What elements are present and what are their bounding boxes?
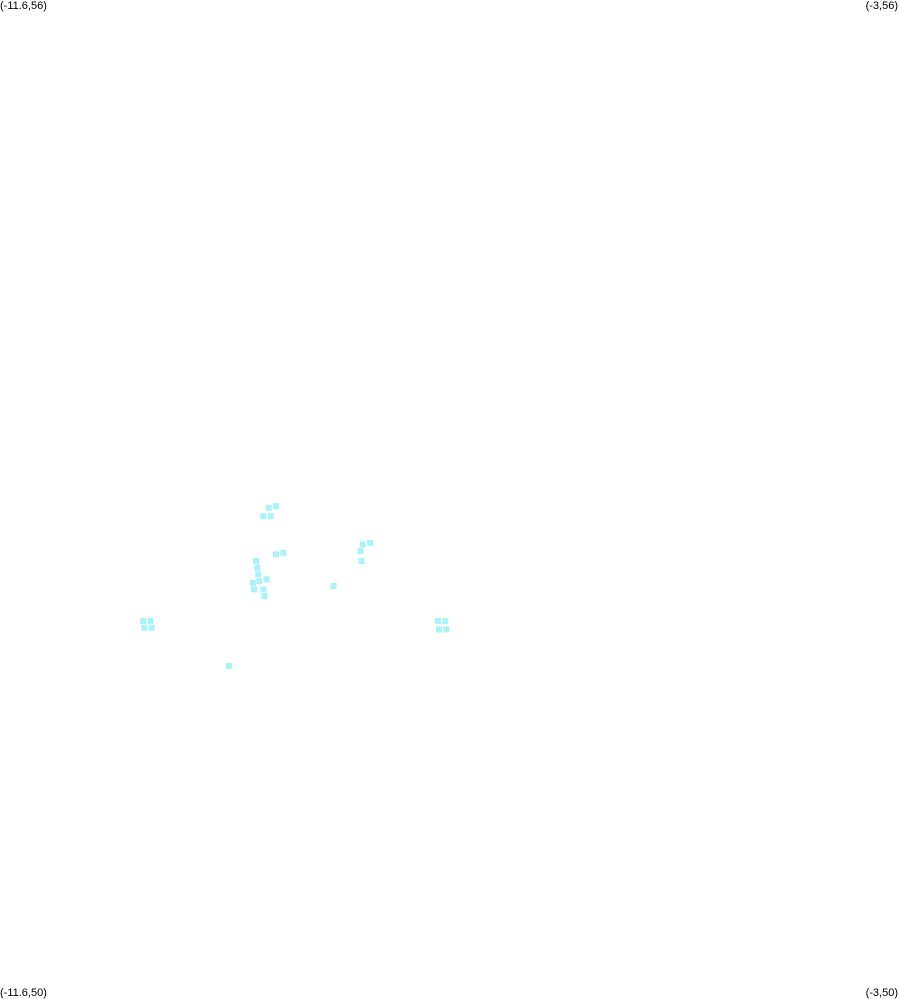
map-point-marker: [267, 513, 274, 520]
map-point-marker: [260, 513, 267, 520]
map-point-marker: [265, 504, 272, 511]
map-point-marker: [358, 558, 365, 565]
map-point-marker: [260, 586, 267, 593]
map-point-marker: [147, 618, 154, 624]
map-point-marker: [140, 618, 147, 624]
map-point-marker: [263, 576, 270, 583]
map-point-marker: [359, 541, 366, 548]
map-point-marker: [280, 549, 287, 556]
map-point-marker: [251, 586, 257, 593]
map-point-marker: [330, 583, 337, 590]
map-point-marker: [253, 558, 260, 565]
map-point-marker: [141, 624, 148, 631]
map-point-marker: [261, 593, 268, 600]
corner-label-top-left: (-11.6,56): [0, 0, 47, 12]
map-point-marker: [255, 571, 262, 578]
map-point-marker: [148, 624, 155, 631]
corner-label-top-right: (-3,56): [865, 0, 898, 12]
map-point-marker: [435, 618, 441, 624]
map-point-marker: [443, 626, 450, 633]
map-point-marker: [273, 551, 279, 558]
corner-label-bottom-right: (-3,50): [865, 987, 898, 999]
map-point-marker: [367, 539, 374, 546]
map-point-marker: [250, 579, 256, 586]
corner-label-bottom-left: (-11.6,50): [0, 987, 47, 999]
map-point-marker: [357, 548, 364, 555]
map-point-marker: [225, 663, 232, 669]
map-point-marker: [442, 618, 449, 624]
map-point-marker: [273, 503, 279, 510]
map-point-marker: [436, 626, 442, 633]
map-point-marker: [254, 564, 261, 571]
map-point-marker: [256, 578, 263, 585]
